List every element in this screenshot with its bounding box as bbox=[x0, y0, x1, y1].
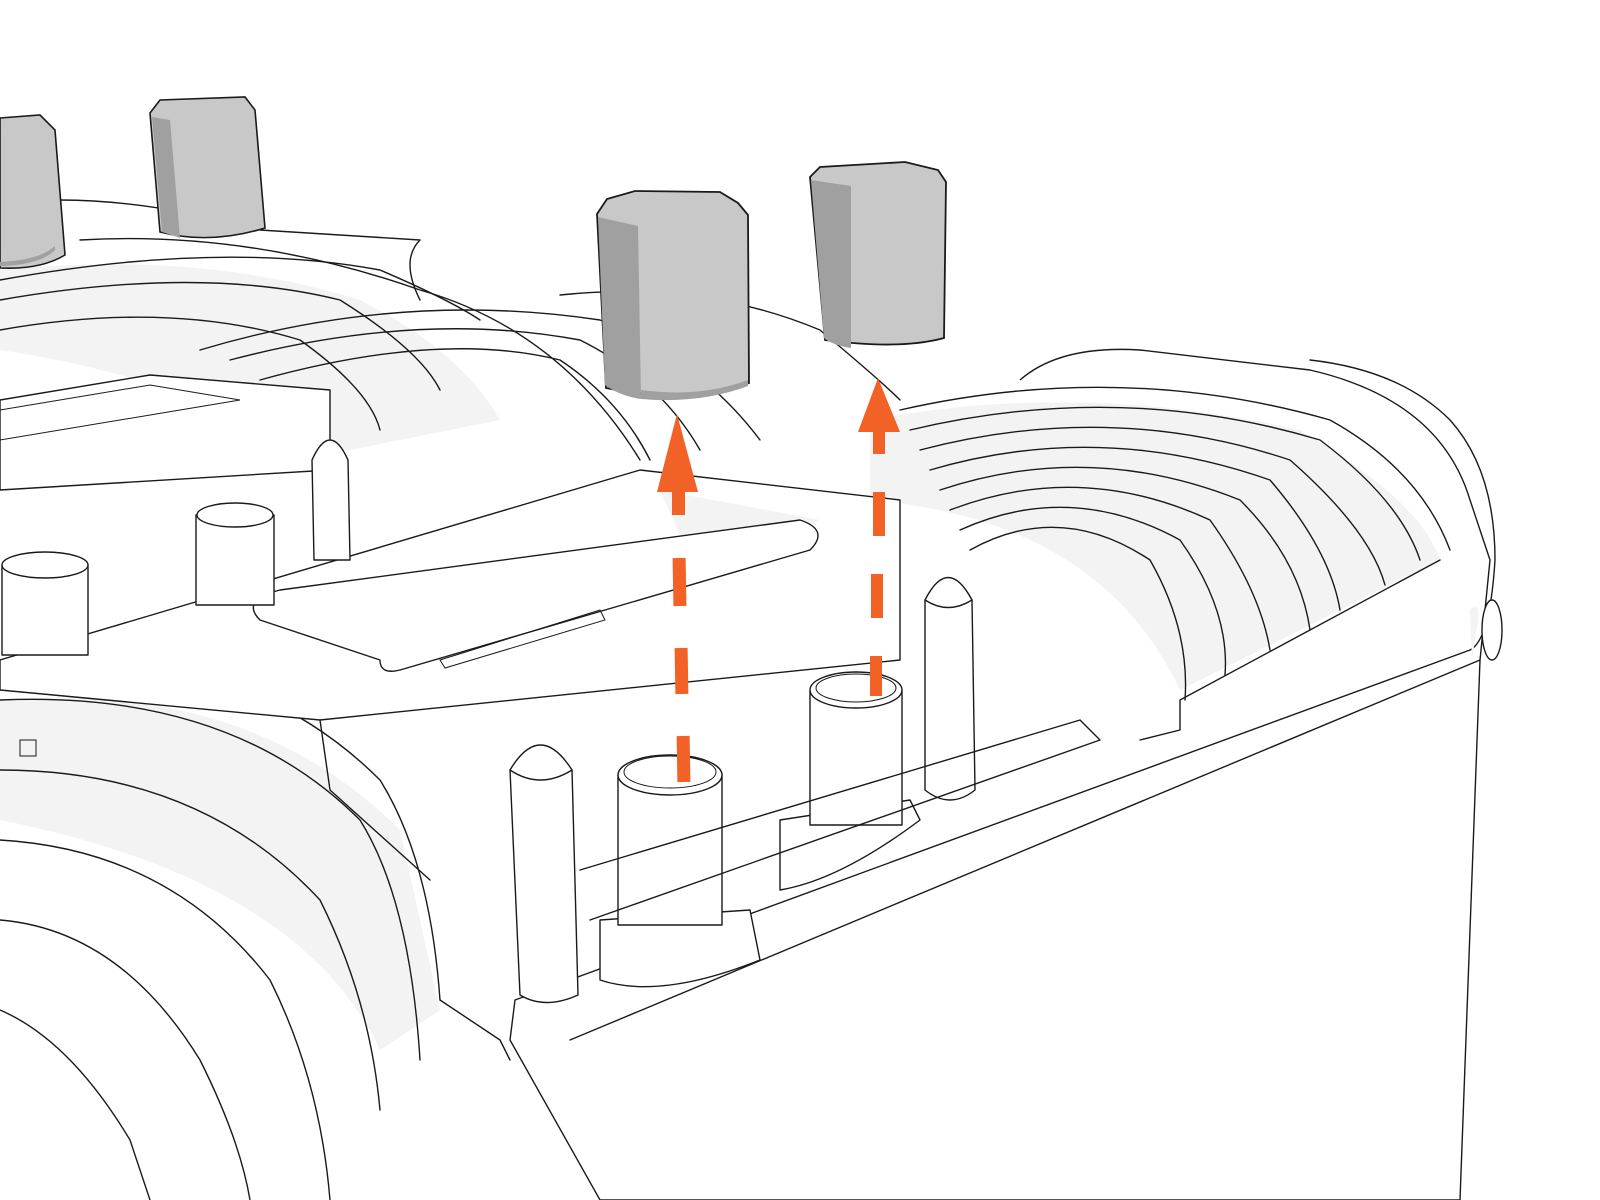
indicator-square bbox=[19, 739, 37, 757]
arrow-up-icon bbox=[858, 378, 900, 696]
cap-center bbox=[596, 190, 750, 401]
arrow-up-icon bbox=[657, 414, 698, 783]
round-post bbox=[779, 671, 921, 891]
connector-slot bbox=[439, 609, 606, 669]
housing-body bbox=[509, 348, 1503, 1200]
cooling-fins-front-left bbox=[0, 656, 511, 1200]
pointed-pin bbox=[311, 439, 351, 561]
cap-left bbox=[149, 96, 266, 239]
cap-right bbox=[809, 161, 947, 348]
upper-left-block bbox=[0, 374, 331, 491]
cooling-fins-right bbox=[870, 386, 1451, 741]
round-post bbox=[599, 754, 761, 988]
pointed-pin bbox=[509, 744, 579, 1004]
round-post bbox=[195, 502, 275, 606]
alignment-posts bbox=[1, 439, 1101, 1004]
pointed-pin bbox=[924, 576, 976, 801]
cap-far-left bbox=[0, 114, 66, 270]
lift-arrows bbox=[657, 378, 900, 783]
round-post bbox=[1, 551, 89, 656]
caps bbox=[0, 96, 947, 401]
side-button-icon bbox=[1481, 599, 1503, 661]
